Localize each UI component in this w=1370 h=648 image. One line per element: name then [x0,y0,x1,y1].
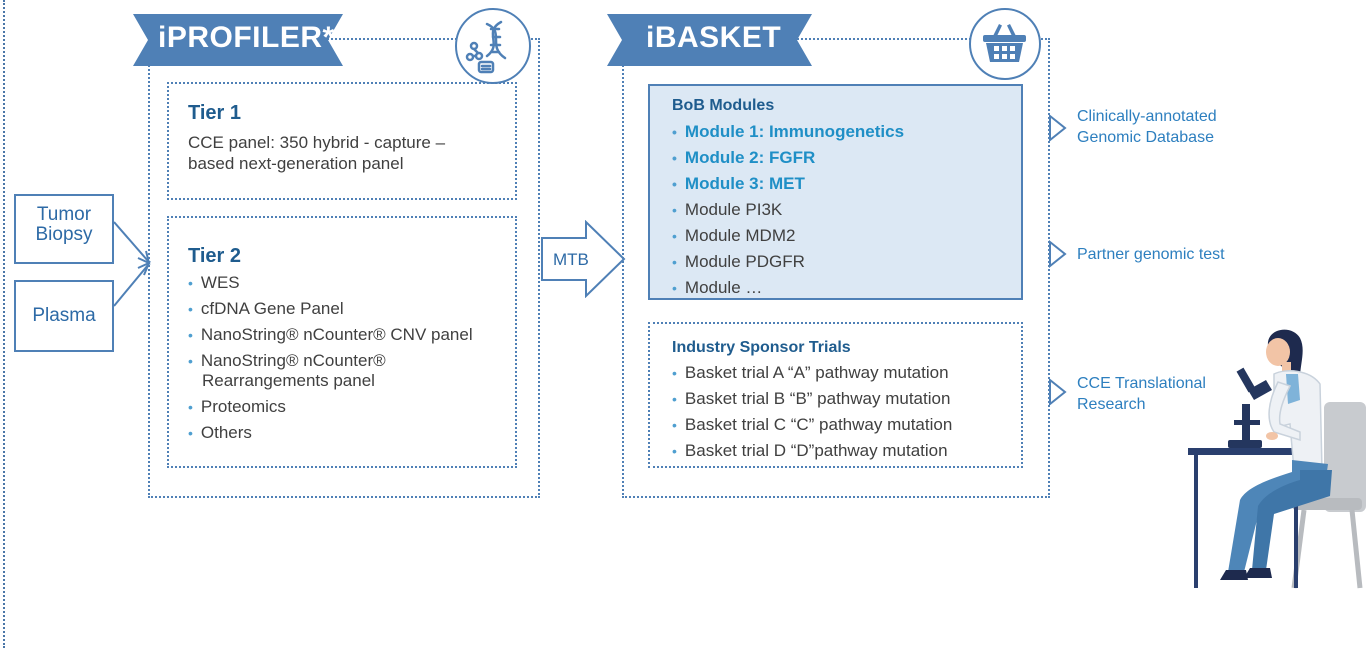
tier2-list: •WES •cfDNA Gene Panel •NanoString® nCou… [188,270,473,446]
list-item: •cfDNA Gene Panel [188,299,344,318]
output-arrow-3 [1049,378,1067,406]
output-genomic-database: Clinically-annotated Genomic Database [1077,108,1217,146]
tumor-biopsy-box: Tumor Biopsy [14,194,114,264]
list-item: •Others [188,423,252,442]
ibasket-banner [607,14,812,66]
list-item-continuation: Rearrangements panel [202,371,375,390]
output-partner-test: Partner genomic test [1077,246,1225,263]
iprofiler-title: iPROFILER* [158,21,335,54]
bob-list: •Module 1: Immunogenetics •Module 2: FGF… [672,119,904,301]
tier2-title: Tier 2 [188,245,241,267]
list-item: •NanoString® nCounter® [188,351,386,370]
tier1-line2: based next-generation panel [188,154,404,173]
list-item: •Basket trial A “A” pathway mutation [672,363,949,382]
microscope-icon [1228,367,1272,448]
iprofiler-container [148,38,540,498]
ibasket-title: iBASKET [646,21,782,54]
biopsy-label: Biopsy [35,224,93,245]
list-item: •Module PI3K [672,200,783,219]
industry-trials-box [648,322,1023,468]
plasma-label: Plasma [32,305,96,326]
output-arrow-1 [1049,114,1067,142]
dna-icon [455,8,531,84]
output-arrow-2 [1049,240,1067,268]
tier2-box [167,216,517,468]
industry-list: •Basket trial A “A” pathway mutation •Ba… [672,360,952,464]
tier1-line1: CCE panel: 350 hybrid - capture – [188,133,446,152]
list-item: •Module MDM2 [672,226,796,245]
industry-title: Industry Sponsor Trials [672,339,851,356]
list-item: •Basket trial C “C” pathway mutation [672,415,953,434]
list-item: •Proteomics [188,397,286,416]
list-item: •Module 1: Immunogenetics [672,122,905,141]
list-item: •Basket trial D “D”pathway mutation [672,441,948,460]
list-item: •Module 3: MET [672,174,805,193]
list-item: •NanoString® nCounter® CNV panel [188,325,473,344]
input-arrows [113,221,151,307]
tumor-label: Tumor [36,204,92,225]
list-item: •Module 2: FGFR [672,148,816,167]
bob-modules-box [648,84,1023,300]
list-item: •Module … [672,278,763,297]
tier1-box [167,82,517,200]
tier1-title: Tier 1 [188,102,241,124]
list-item: •Basket trial B “B” pathway mutation [672,389,951,408]
scientist-illustration [1188,329,1366,589]
basket-icon [969,8,1041,80]
ibasket-container [622,38,1050,498]
plasma-box: Plasma [14,280,114,352]
bob-title: BoB Modules [672,97,775,114]
output-translational-research: CCE Translational Research [1077,375,1206,413]
list-item: •Module PDGFR [672,252,805,271]
mtb-arrow [541,220,626,298]
mtb-label: MTB [553,250,589,269]
iprofiler-banner [133,14,343,66]
left-dotted-rule [3,0,5,648]
list-item: •WES [188,273,240,292]
scientist-figure [1220,329,1332,580]
